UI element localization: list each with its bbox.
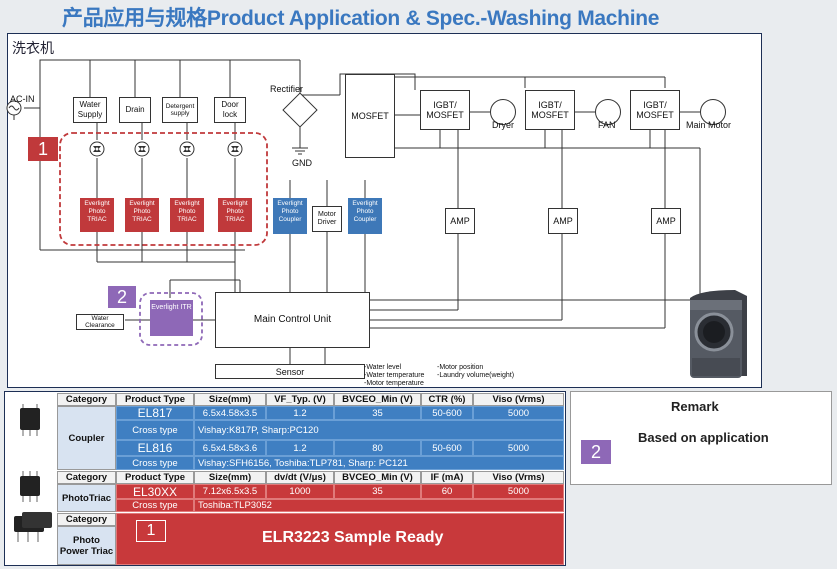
el817-cross-label: Cross type bbox=[116, 420, 194, 440]
remark-text: Based on application bbox=[638, 430, 769, 445]
el30xx-cross-label: Cross type bbox=[116, 499, 194, 512]
note-motor-temperature: -Motor temperature bbox=[364, 380, 424, 387]
th-size: Size(mm) bbox=[194, 393, 266, 406]
chip-icon bbox=[20, 471, 40, 502]
th-if: IF (mA) bbox=[421, 471, 473, 484]
el30xx-if: 60 bbox=[421, 484, 473, 499]
th-bvceo: BVCEO_Min (V) bbox=[334, 393, 421, 406]
th-product-type: Product Type bbox=[116, 393, 194, 406]
photo-coupler-2: Everlight Photo Coupler bbox=[348, 198, 382, 234]
water-clearance: Water Clearance bbox=[76, 314, 124, 330]
el817-type: EL817 bbox=[116, 406, 194, 420]
load-water-supply: Water Supply bbox=[73, 97, 107, 123]
load-door-lock: Door lock bbox=[214, 97, 246, 123]
note-motor-position: -Motor position bbox=[437, 364, 484, 371]
el817-bvceo: 35 bbox=[334, 406, 421, 420]
th-product-type: Product Type bbox=[116, 471, 194, 484]
el817-viso: 5000 bbox=[473, 406, 564, 420]
fan-motor bbox=[595, 99, 621, 125]
note-laundry-volume: -Laundry volume(weight) bbox=[437, 372, 515, 379]
el30xx-size: 7.12x6.5x3.5 bbox=[194, 484, 266, 499]
dryer-motor bbox=[490, 99, 516, 125]
chip-icon bbox=[14, 512, 52, 542]
badge-1: 1 bbox=[28, 137, 58, 161]
amp-1: AMP bbox=[445, 208, 475, 234]
el30xx-type: EL30XX bbox=[116, 484, 194, 499]
th-size: Size(mm) bbox=[194, 471, 266, 484]
remark-badge: 2 bbox=[581, 440, 611, 464]
el817-size: 6.5x4.58x3.5 bbox=[194, 406, 266, 420]
note-water-level: -Water level bbox=[364, 364, 402, 371]
page-title: 产品应用与规格Product Application & Spec.-Washi… bbox=[62, 7, 660, 30]
el30xx-viso: 5000 bbox=[473, 484, 564, 499]
igbt-dryer: IGBT/ MOSFET bbox=[420, 90, 470, 130]
photo-triac-1: Everlight Photo TRIAC bbox=[80, 198, 114, 232]
photo-triac-4: Everlight Photo TRIAC bbox=[218, 198, 252, 232]
th-dvdt: dv/dt (V/μs) bbox=[266, 471, 334, 484]
category-coupler: Coupler bbox=[57, 406, 116, 470]
th-viso: Viso (Vrms) bbox=[473, 471, 564, 484]
main-motor-label: Main Motor bbox=[686, 120, 732, 130]
el816-ctr: 50-600 bbox=[421, 440, 473, 456]
remark-panel bbox=[570, 391, 832, 485]
sample-badge: 1 bbox=[136, 520, 166, 542]
dryer-label: Dryer bbox=[492, 120, 514, 130]
gnd-label: GND bbox=[292, 158, 312, 168]
washing-machine-image bbox=[690, 290, 747, 378]
main-control-unit: Main Control Unit bbox=[215, 292, 370, 348]
chip-icon bbox=[20, 404, 40, 436]
photo-triac-2: Everlight Photo TRIAC bbox=[125, 198, 159, 232]
th-viso: Viso (Vrms) bbox=[473, 393, 564, 406]
el816-vf: 1.2 bbox=[266, 440, 334, 456]
remark-title: Remark bbox=[671, 399, 719, 414]
th-category: Category bbox=[57, 393, 116, 406]
category-phototriac: PhotoTriac bbox=[57, 484, 116, 512]
el817-ctr: 50-600 bbox=[421, 406, 473, 420]
igbt-fan: IGBT/ MOSFET bbox=[525, 90, 575, 130]
load-detergent-supply: Detergent supply bbox=[162, 97, 198, 123]
photo-triac-3: Everlight Photo TRIAC bbox=[170, 198, 204, 232]
itr-sensor: Everlight ITR bbox=[150, 300, 193, 336]
el30xx-cross: Toshiba:TLP3052 bbox=[194, 499, 564, 512]
washing-machine-label: 洗衣机 bbox=[12, 40, 54, 56]
load-drain: Drain bbox=[119, 97, 151, 123]
category-photo-power-triac: Photo Power Triac bbox=[57, 526, 116, 565]
el816-type: EL816 bbox=[116, 440, 194, 456]
igbt-main-motor: IGBT/ MOSFET bbox=[630, 90, 680, 130]
th-category: Category bbox=[57, 513, 116, 526]
el816-bvceo: 80 bbox=[334, 440, 421, 456]
el817-vf: 1.2 bbox=[266, 406, 334, 420]
sensor-notes-right: -Motor position -Laundry volume(weight) bbox=[437, 364, 514, 380]
el30xx-dvdt: 1000 bbox=[266, 484, 334, 499]
rectifier-label: Rectifier bbox=[270, 84, 304, 94]
note-water-temperature: -Water temperature bbox=[364, 372, 425, 379]
sample-ready-text: ELR3223 Sample Ready bbox=[262, 529, 444, 546]
sensor-block: Sensor bbox=[215, 364, 365, 379]
amp-3: AMP bbox=[651, 208, 681, 234]
el816-cross: Vishay:SFH6156, Toshiba:TLP781, Sharp: P… bbox=[194, 456, 564, 470]
el30xx-bvceo: 35 bbox=[334, 484, 421, 499]
ac-in-label: AC-IN bbox=[10, 94, 35, 104]
badge-2: 2 bbox=[108, 286, 136, 308]
th-bvceo: BVCEO_Min (V) bbox=[334, 471, 421, 484]
motor-driver: Motor Driver bbox=[312, 206, 342, 232]
fan-label: FAN bbox=[598, 120, 616, 130]
el816-cross-label: Cross type bbox=[116, 456, 194, 470]
el816-size: 6.5x4.58x3.6 bbox=[194, 440, 266, 456]
th-category: Category bbox=[57, 471, 116, 484]
el817-cross: Vishay:K817P, Sharp:PC120 bbox=[194, 420, 564, 440]
amp-2: AMP bbox=[548, 208, 578, 234]
th-vf: VF_Typ. (V) bbox=[266, 393, 334, 406]
el816-viso: 5000 bbox=[473, 440, 564, 456]
photo-coupler-1: Everlight Photo Coupler bbox=[273, 198, 307, 234]
sensor-notes-left: -Water level -Water temperature -Motor t… bbox=[364, 364, 424, 388]
th-ctr: CTR (%) bbox=[421, 393, 473, 406]
sample-ready-banner bbox=[116, 513, 564, 565]
mosfet-block: MOSFET bbox=[345, 74, 395, 158]
main-motor bbox=[700, 99, 726, 125]
